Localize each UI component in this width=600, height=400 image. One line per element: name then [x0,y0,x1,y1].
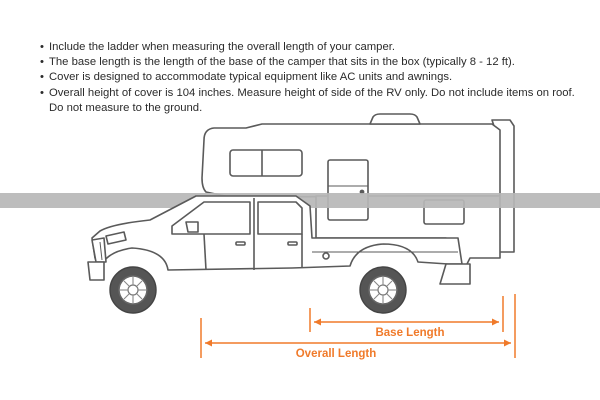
camper [201,113,515,267]
rear-wheel [359,266,407,314]
dimension-lines [200,294,516,358]
note-ladder: Include the ladder when measuring the ov… [40,40,580,55]
truck-mirror [185,221,199,233]
truck-front-bumper [87,261,105,281]
overall-length-label: Overall Length [296,348,377,360]
note-equipment: Cover is designed to accommodate typical… [40,70,580,85]
truck-headlight [105,231,127,245]
truck-rear-window [257,201,303,235]
note-base-length: The base length is the length of the bas… [40,55,580,70]
camper-ac-unit [369,113,421,125]
truck-rear-bumper [439,263,471,285]
note-overall-height: Overall height of cover is 104 inches. M… [40,86,580,116]
measurement-notes: Include the ladder when measuring the ov… [40,40,580,116]
base-length-label: Base Length [375,327,444,339]
pickup-truck [87,195,471,285]
fuel-cap [322,252,330,260]
camper-window [229,149,303,177]
front-wheel [109,266,157,314]
truck-grille [91,237,107,263]
